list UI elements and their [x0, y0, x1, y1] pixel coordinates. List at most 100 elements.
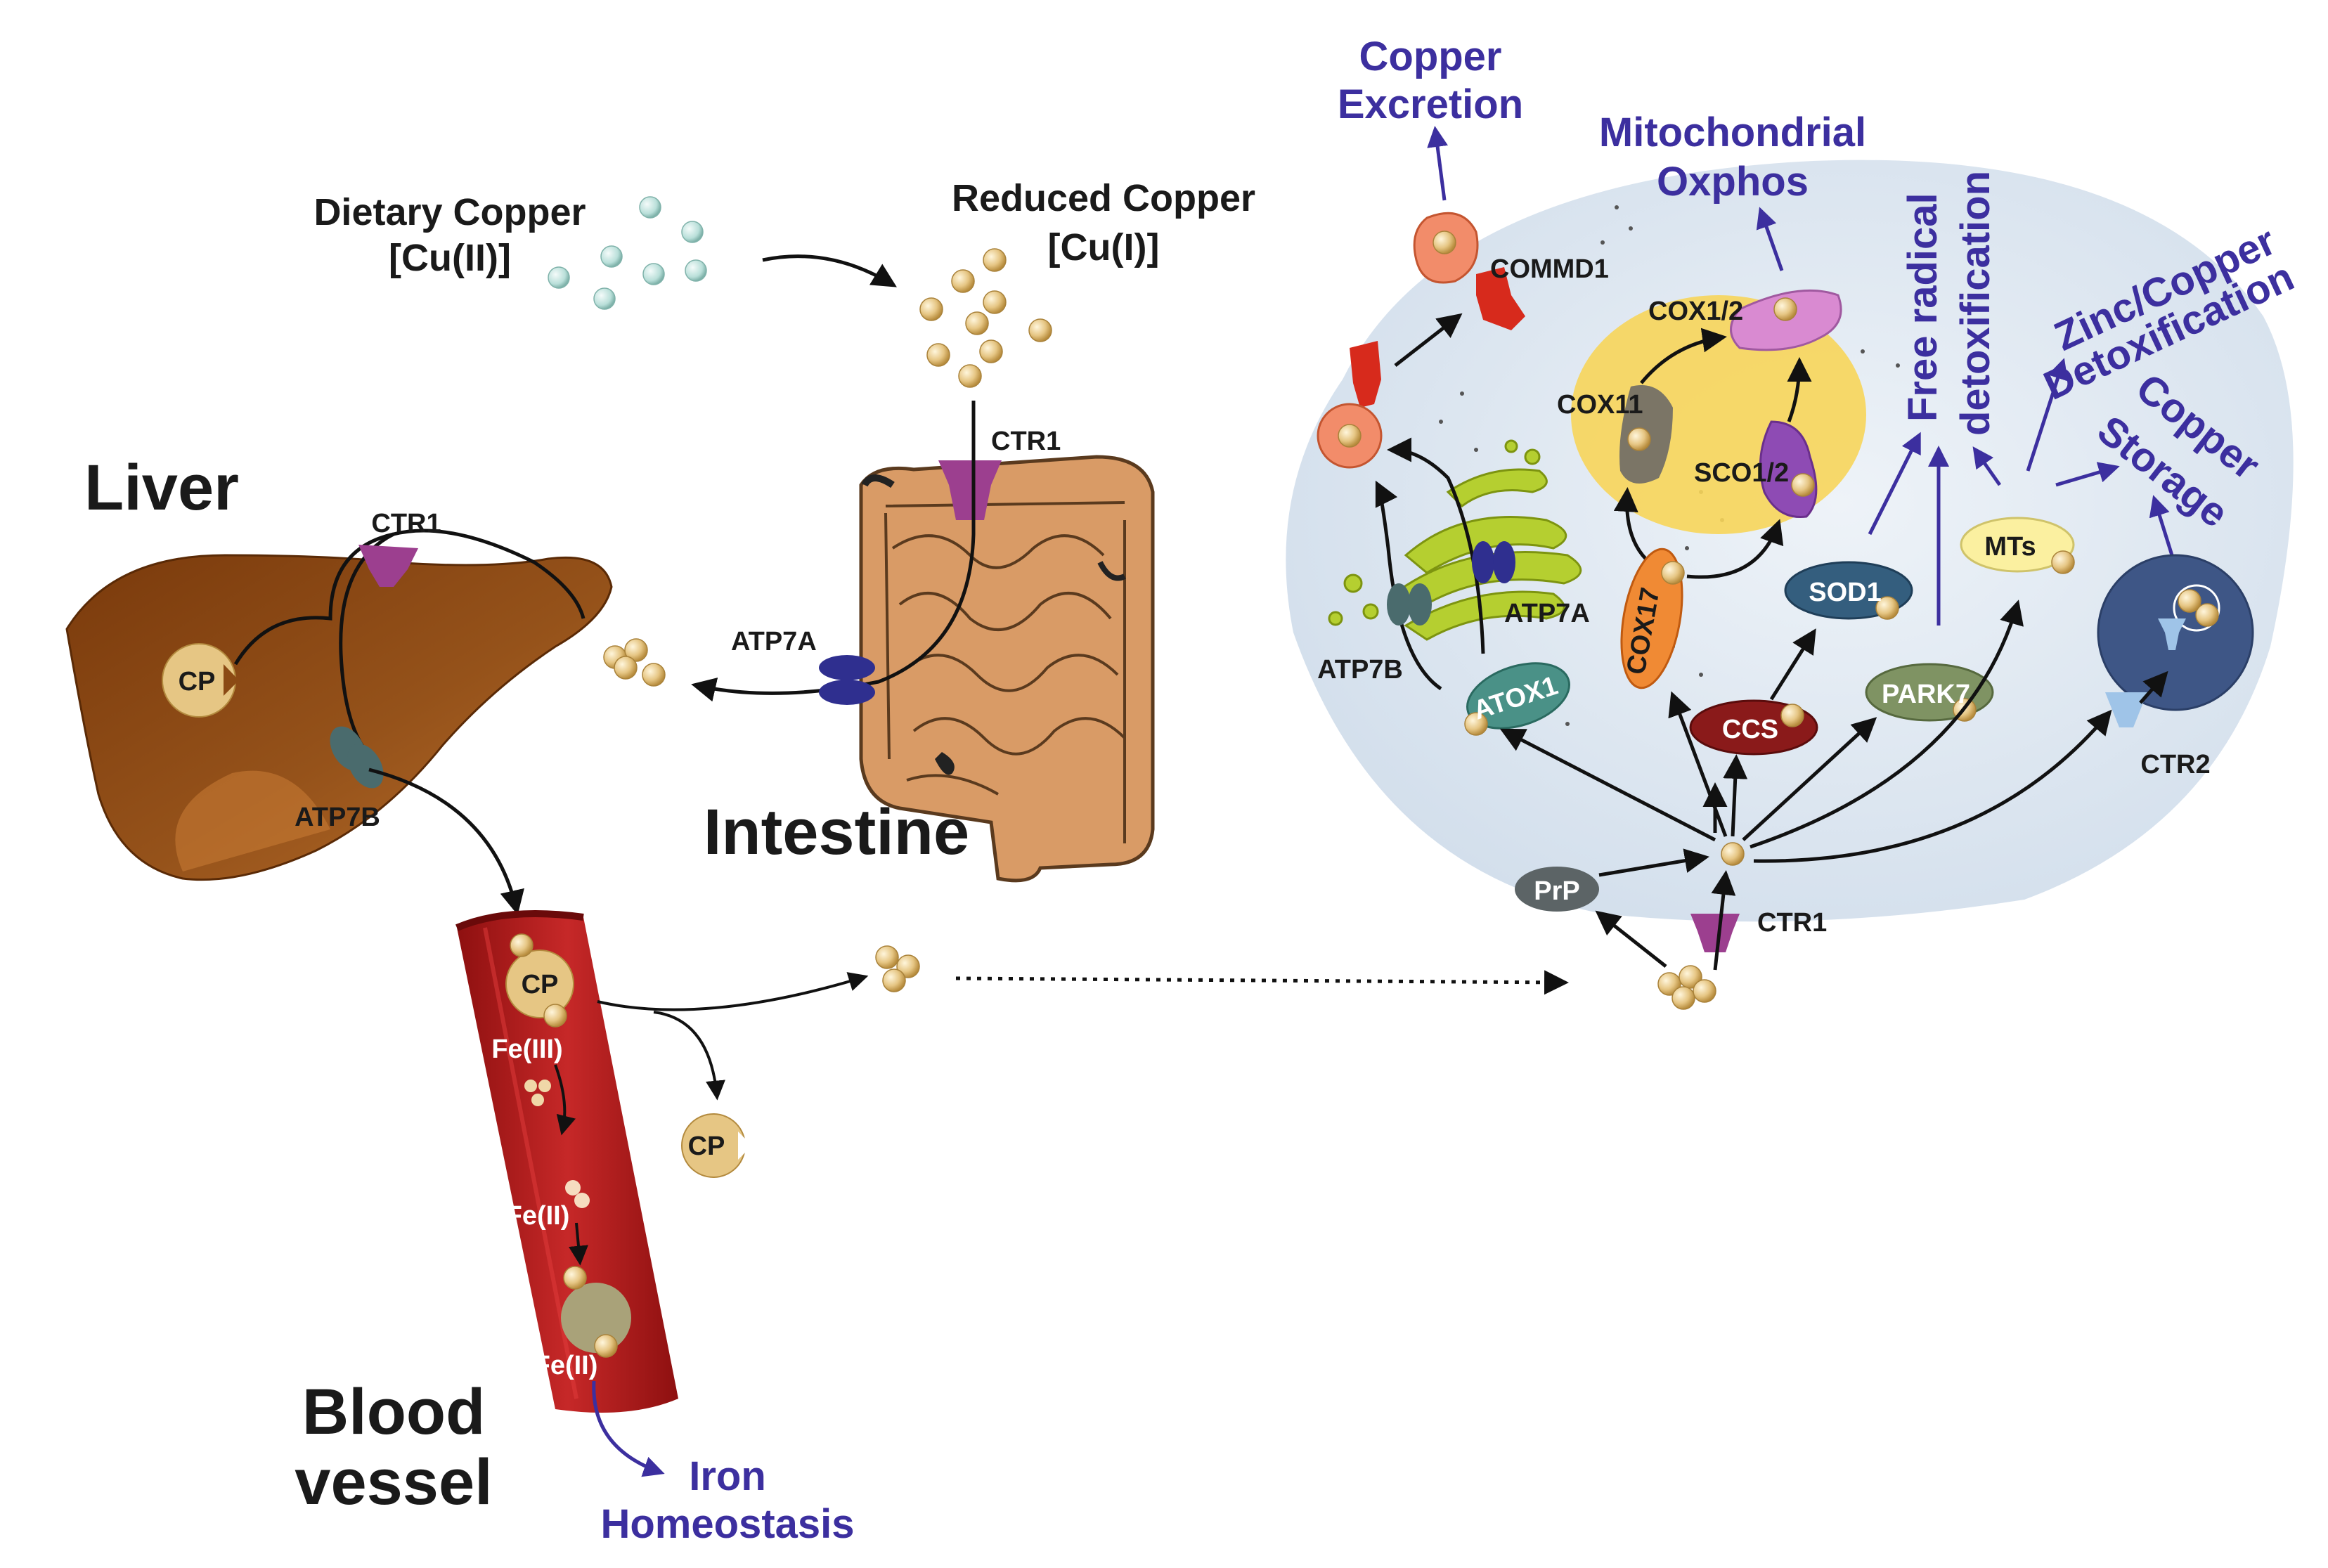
cox11-label: COX11	[1557, 390, 1643, 420]
ccs-to-sod1-arrow	[1769, 628, 1816, 701]
atp7a-to-vesicle-arrow	[1387, 437, 1485, 654]
cell-atp7b-transporter	[1387, 583, 1432, 626]
reduced-copper-group: Reduced Copper [Cu(I)]	[919, 177, 1255, 388]
cox12-label: COX1/2	[1648, 297, 1743, 326]
vessel-to-tissue-arrow	[597, 972, 869, 1011]
lysosome-storage-arrow	[2149, 495, 2174, 556]
central-copper-ion	[1721, 842, 1745, 866]
iron-homeostasis-label-2: Homeostasis	[600, 1501, 854, 1547]
cell-atp7a-label: ATP7A	[1504, 599, 1590, 628]
free-cp-label: CP	[688, 1132, 725, 1161]
ctr2-label: CTR2	[2140, 750, 2210, 779]
reduction-arrow	[762, 254, 897, 287]
storage-arrow	[2055, 462, 2120, 487]
atp7b-to-vesicle-arrow	[1375, 480, 1442, 691]
sco12-to-cox12-arrow	[1787, 357, 1812, 422]
liver-ctr1-label: CTR1	[371, 509, 441, 538]
liver-to-blood-arrow	[368, 767, 524, 915]
intestine-ctr1-label: CTR1	[991, 427, 1061, 456]
intestine-ctr1-transporter	[938, 460, 1002, 520]
sod1-label: SOD1	[1809, 578, 1881, 607]
fe3-ions	[524, 1080, 551, 1106]
ccs-label: CCS	[1722, 715, 1778, 744]
intestine-atp7a-transporter	[819, 655, 875, 705]
golgi-apparatus	[1328, 439, 1582, 641]
ctr2-transporter	[2105, 692, 2147, 727]
intestine-illustration	[859, 455, 1155, 883]
park7-protein	[1865, 663, 1994, 722]
ctr1-import-arrow	[1711, 870, 1736, 971]
free-radical-label-2: detoxification	[1953, 171, 1998, 436]
mts-freeradical-arrow	[1972, 446, 2002, 486]
commd1-label: COMMD1	[1490, 254, 1609, 284]
excretion-arrow	[1427, 126, 1448, 201]
prp-protein	[1515, 867, 1599, 912]
liver-atp7b-transporter	[330, 726, 384, 789]
iron-homeostasis-label-1: Iron	[689, 1453, 766, 1499]
cox17-protein	[1620, 547, 1685, 689]
fe3-label: Fe(III)	[491, 1035, 562, 1064]
liver-cp-label: CP	[179, 667, 216, 696]
mito-oxphos-label-1: Mitochondrial	[1599, 110, 1866, 155]
iron-homeostasis-arrow	[592, 1380, 665, 1477]
cell-ctr1-transporter	[1690, 914, 1740, 952]
blood-vessel-label-2: vessel	[295, 1446, 492, 1518]
mts-label: MTs	[1984, 532, 2036, 562]
lysosome	[2097, 554, 2254, 711]
cox11-to-cox12-arrow	[1640, 328, 1727, 384]
dotted-transport-arrow	[955, 970, 1569, 995]
prp-label: PrP	[1534, 876, 1579, 906]
copper-excretion-label-2: Excretion	[1338, 82, 1523, 127]
sco12-protein	[1759, 420, 1818, 519]
free-cp-protein: CP	[681, 1113, 752, 1178]
vessel-apo-cp	[561, 1266, 631, 1358]
sco12-label: SCO1/2	[1694, 458, 1789, 488]
cell-atp7b-label: ATP7B	[1317, 655, 1403, 685]
copper-distribution-arrows	[1499, 600, 2112, 863]
commd1-complex	[1413, 212, 1525, 330]
dietary-copper-group: Dietary Copper [Cu(II)]	[313, 191, 707, 310]
cell-ctr1-label: CTR1	[1757, 908, 1827, 938]
oxphos-arrow	[1756, 207, 1784, 271]
copper-vesicle	[1317, 341, 1383, 469]
vesicle-to-commd1-arrow	[1394, 313, 1463, 367]
circulating-copper-ions	[875, 945, 920, 992]
fe2-label-b: Fe(II)	[534, 1351, 598, 1380]
sod1-arrow	[1868, 432, 1921, 536]
liver-cp-protein: CP	[162, 643, 239, 718]
dietary-copper-form-label: [Cu(II)]	[389, 237, 511, 279]
dietary-copper-label: Dietary Copper	[313, 191, 586, 233]
cell-atp7a-transporter	[1472, 541, 1515, 583]
ccs-protein	[1689, 699, 1818, 756]
copper-excretion-label-1: Copper	[1359, 34, 1502, 79]
mito-oxphos-label-2: Oxphos	[1657, 159, 1809, 205]
extracellular-to-prp-arrow	[1595, 910, 1667, 968]
cu1-ions	[919, 248, 1052, 388]
blood-vessel-label-1: Blood	[302, 1376, 486, 1448]
intestine-label: Intestine	[704, 796, 969, 868]
prp-to-hub-arrow	[1598, 848, 1709, 877]
cox11-protein	[1619, 385, 1673, 484]
cox12-complex	[1730, 289, 1842, 351]
fe2-ions-a	[565, 1180, 590, 1208]
intestine-copper-path	[691, 401, 976, 702]
fe2-label-a: Fe(II)	[506, 1201, 570, 1231]
intestine-atp7a-label: ATP7A	[731, 627, 817, 656]
sod1-protein	[1784, 561, 1913, 620]
liver-label: Liver	[84, 452, 239, 524]
cox17-to-sco12-arrow	[1686, 519, 1784, 579]
mts-protein	[1960, 517, 2075, 574]
extracellular-copper-ions	[1657, 965, 1716, 1010]
reduced-copper-form-label: [Cu(I)]	[1048, 226, 1160, 268]
vessel-cp-label: CP	[522, 970, 559, 999]
ctr2-to-lysosome-arrow	[2139, 670, 2168, 704]
zinc-detox-arrow	[2026, 358, 2068, 472]
free-radical-label-1: Free radical	[1900, 193, 1946, 422]
fe-reduction-arrow-2	[569, 1222, 588, 1266]
park7-label: PARK7	[1882, 680, 1970, 709]
reduced-copper-label: Reduced Copper	[952, 177, 1255, 219]
liver-illustration	[65, 554, 613, 881]
released-copper-ions	[603, 638, 666, 687]
